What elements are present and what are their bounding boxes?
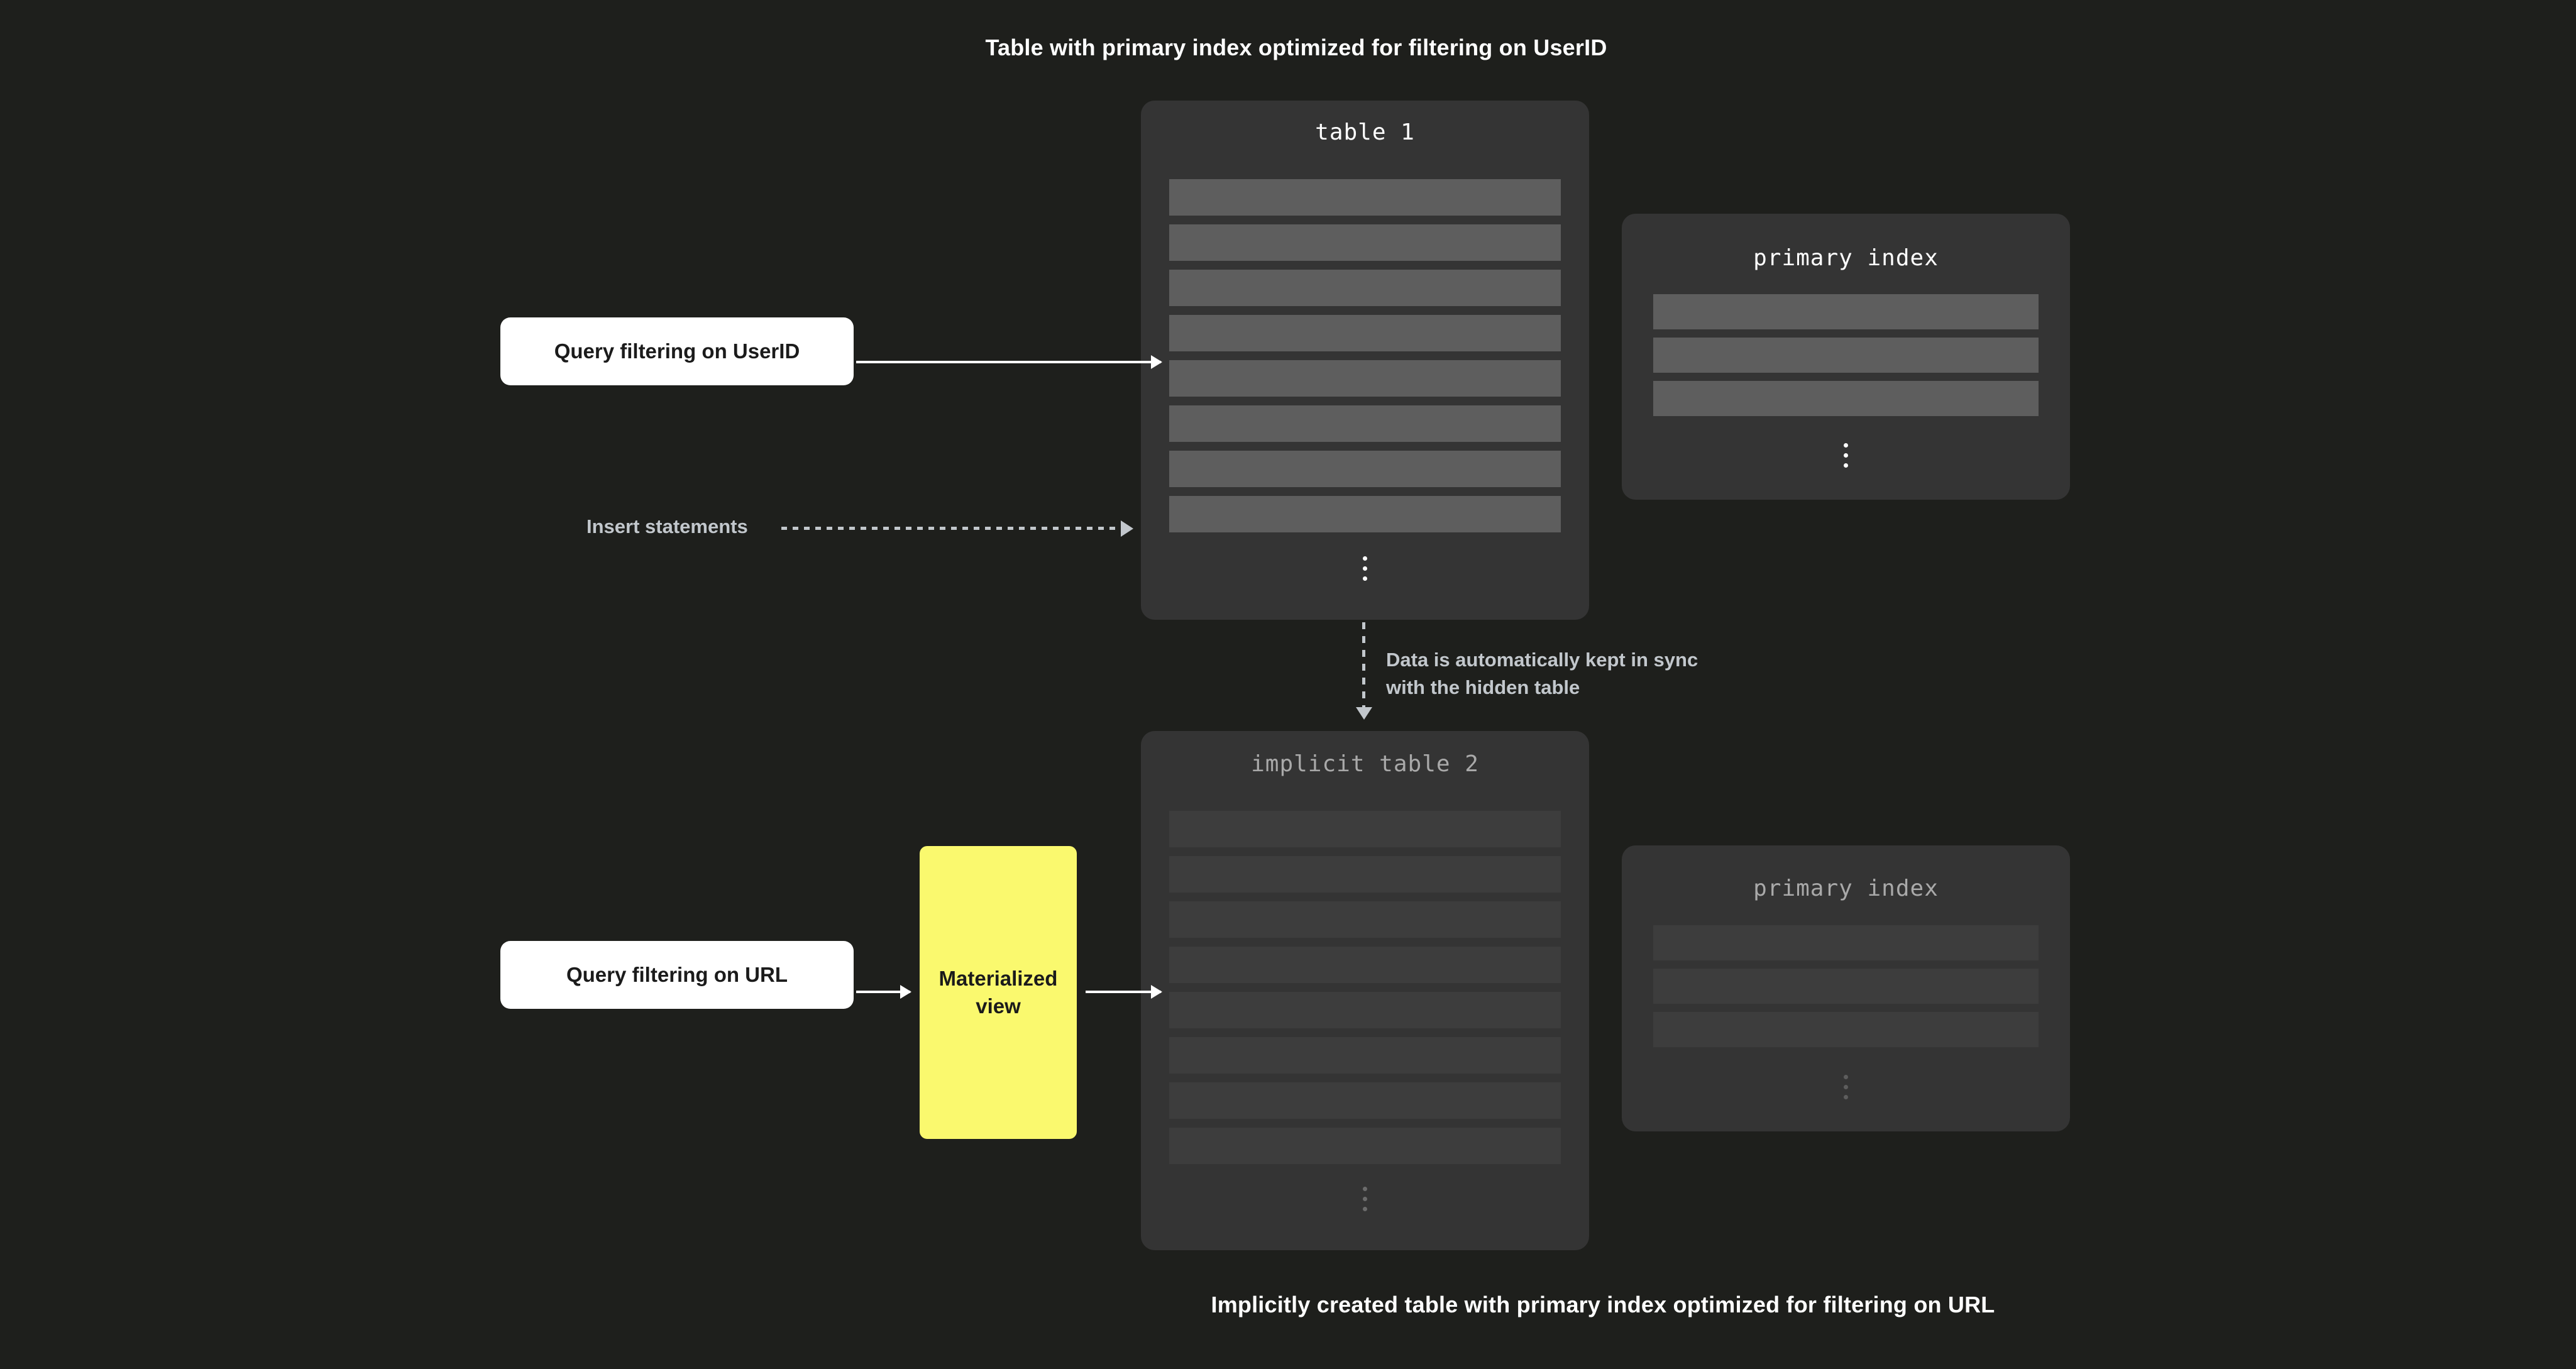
panel-implicit-table-2: implicit table 2 — [1141, 731, 1589, 1250]
insert-statements-label: Insert statements — [586, 515, 748, 537]
table-row — [1169, 1037, 1561, 1074]
arrow-materialized-view-to-table2 — [1086, 991, 1161, 993]
table-row — [1169, 992, 1561, 1028]
table-row — [1169, 224, 1561, 261]
vertical-ellipsis-icon — [1622, 1075, 2070, 1099]
panel-table-1-title: table 1 — [1315, 119, 1415, 145]
panel-implicit-table-2-title: implicit table 2 — [1251, 751, 1479, 777]
arrow-sync-table1-to-table2 — [1362, 622, 1365, 707]
table-row — [1169, 405, 1561, 442]
table-row — [1169, 947, 1561, 983]
table-row — [1169, 496, 1561, 532]
table-row — [1169, 1082, 1561, 1119]
arrow-query-to-table1 — [856, 361, 1161, 363]
table-row — [1169, 1128, 1561, 1164]
panel-primary-index-2: primary index — [1622, 845, 2070, 1131]
panel-table-1-rows — [1141, 179, 1589, 532]
panel-primary-index-1: primary index — [1622, 214, 2070, 500]
panel-primary-index-2-title: primary index — [1753, 876, 1939, 901]
table-row — [1653, 381, 2039, 416]
table-row — [1653, 1012, 2039, 1047]
table-row — [1169, 179, 1561, 216]
vertical-ellipsis-icon — [1141, 1187, 1589, 1211]
panel-primary-index-2-rows — [1622, 925, 2070, 1047]
panel-implicit-table-2-rows — [1141, 811, 1589, 1164]
query-filtering-on-url-node: Query filtering on URL — [500, 941, 854, 1009]
vertical-ellipsis-icon — [1141, 556, 1589, 581]
arrow-query-to-materialized-view — [856, 991, 910, 993]
sync-description-label: Data is automatically kept in sync with … — [1386, 649, 1698, 699]
table-row — [1653, 294, 2039, 329]
materialized-view-node: Materialized view — [920, 846, 1077, 1139]
table-row — [1653, 969, 2039, 1004]
panel-primary-index-1-rows — [1622, 294, 2070, 416]
table-row — [1169, 270, 1561, 306]
bottom-caption: Implicitly created table with primary in… — [1211, 1292, 1995, 1317]
table-row — [1653, 338, 2039, 373]
table-row — [1169, 451, 1561, 487]
arrow-insert-statements — [781, 527, 1121, 530]
table-row — [1169, 856, 1561, 893]
panel-primary-index-1-title: primary index — [1753, 245, 1939, 271]
vertical-ellipsis-icon — [1622, 443, 2070, 468]
table-row — [1169, 901, 1561, 938]
table-row — [1169, 315, 1561, 351]
table-row — [1169, 360, 1561, 397]
panel-table-1: table 1 — [1141, 101, 1589, 620]
query-filtering-on-userid-node: Query filtering on UserID — [500, 317, 854, 385]
top-caption: Table with primary index optimized for f… — [985, 35, 1607, 60]
table-row — [1653, 925, 2039, 960]
table-row — [1169, 811, 1561, 847]
